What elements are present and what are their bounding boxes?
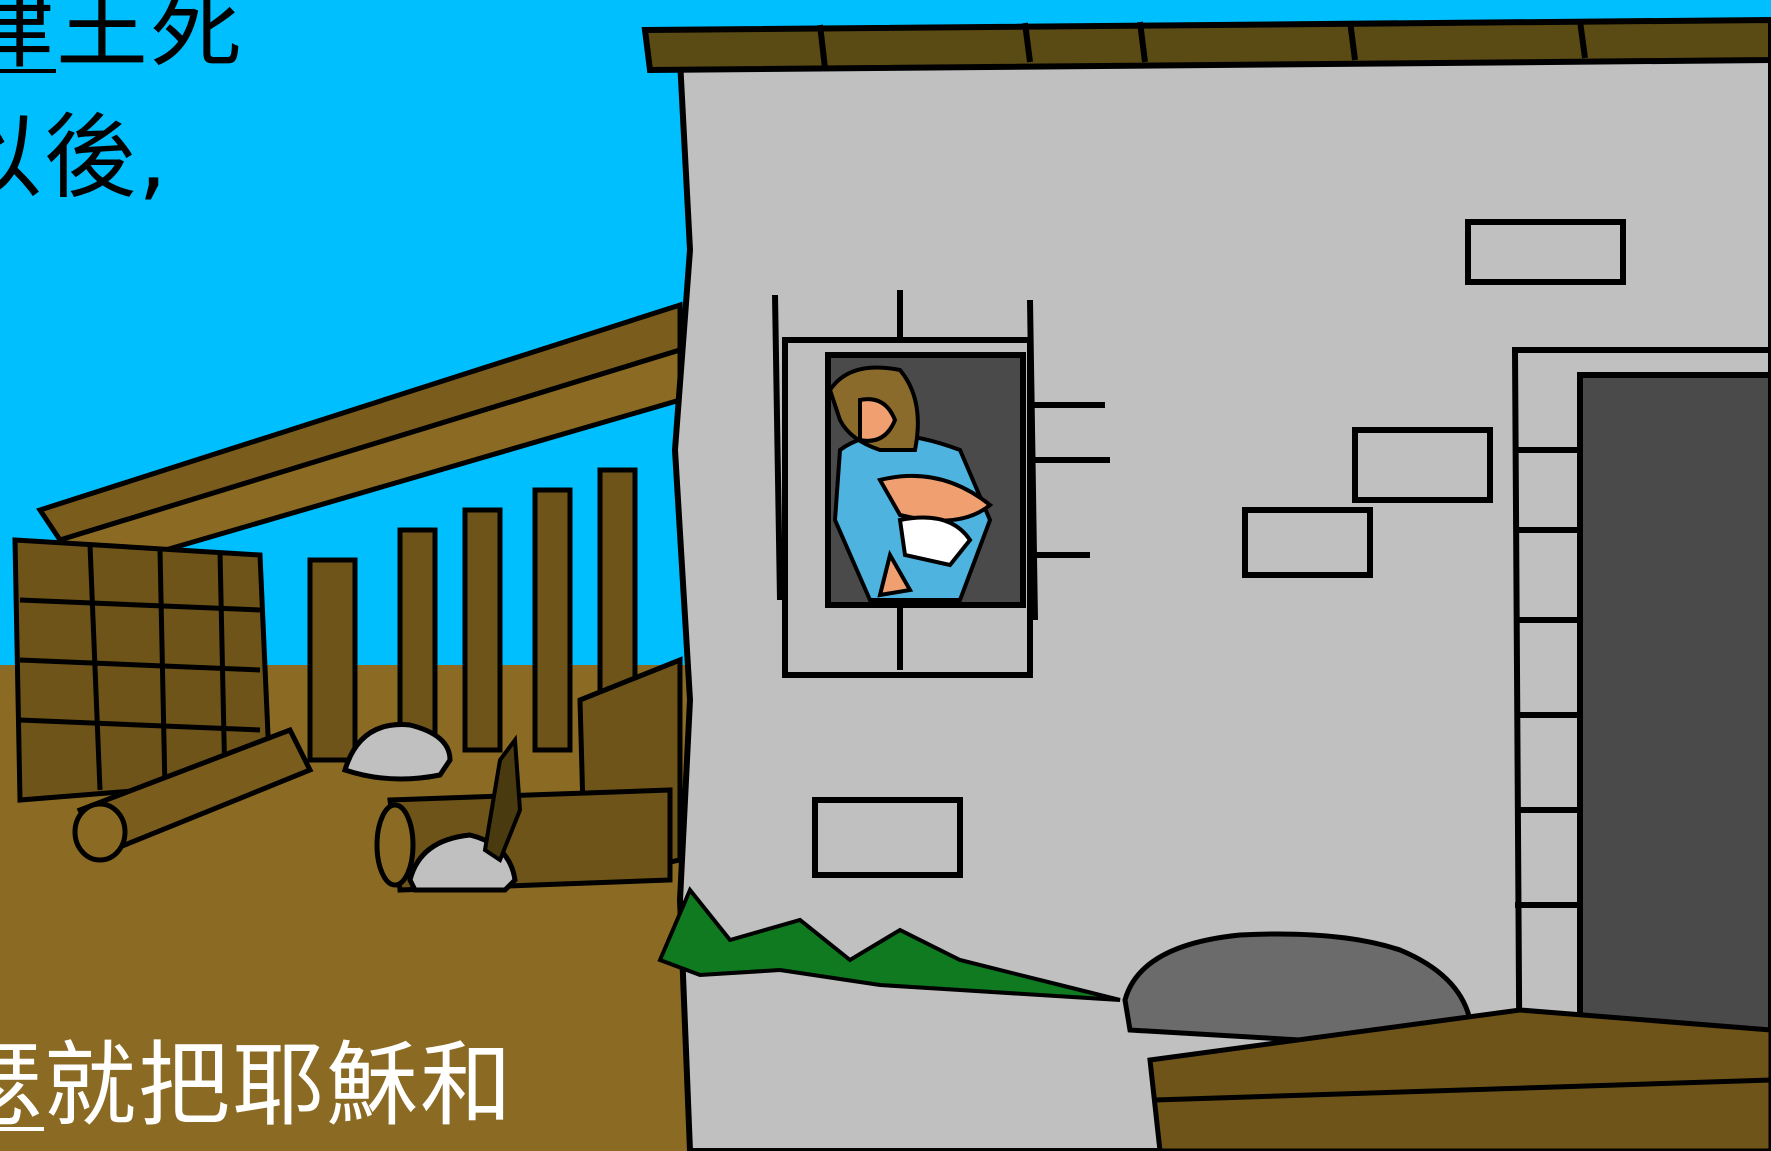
caption-bottom-underlined: 瑟 [0,1032,44,1139]
mother-and-child [827,365,994,602]
caption-top-line-2-text: 以後, [0,104,170,211]
caption-top-line-2: 以後, [0,112,169,204]
caption-top-rest: 王死 [56,0,245,81]
wooden-fence [12,301,683,884]
caption-bottom-line: 瑟就把耶穌和 [0,1040,514,1132]
boulder [1122,931,1474,1043]
grass-patch [657,886,1121,1002]
caption-top-line-1: 律王死 [0,0,244,74]
tree-stump [482,734,523,864]
caption-bottom-rest: 就把耶穌和 [44,1032,515,1139]
stone-house [641,16,1771,1151]
doorstep [1147,1007,1771,1151]
caption-top-underlined: 律 [0,0,57,81]
